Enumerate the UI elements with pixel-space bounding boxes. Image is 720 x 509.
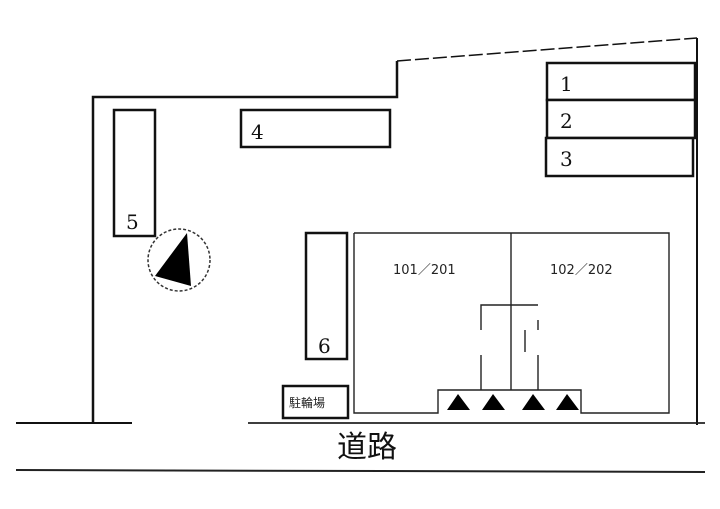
building (353, 232, 670, 414)
bicycle-parking: 駐輪場 (281, 384, 350, 420)
entrance-icon (556, 394, 579, 410)
svg-text:4: 4 (251, 120, 264, 144)
svg-text:3: 3 (560, 147, 573, 171)
property-boundary (16, 37, 698, 425)
unit-label-102-202: 102／202 (550, 263, 613, 278)
svg-text:6: 6 (318, 334, 331, 358)
unit-label-101-201: 101／201 (393, 263, 456, 278)
parking-space-1: 1 (545, 61, 697, 102)
parking-space-6: 6 (304, 231, 349, 361)
road-label: 道路 (337, 430, 397, 465)
svg-text:2: 2 (560, 109, 573, 133)
entrance-icon (447, 394, 470, 410)
entrance-markers (447, 394, 579, 410)
parking-space-5: 5 (112, 108, 157, 238)
road (15, 422, 706, 473)
entrance-icon (522, 394, 545, 410)
entrance-icon (482, 394, 505, 410)
svg-text:1: 1 (560, 72, 573, 96)
north-arrow-icon (147, 228, 211, 292)
svg-text:駐輪場: 駐輪場 (289, 395, 325, 410)
parking-space-3: 3 (544, 136, 695, 178)
parking-space-2: 2 (545, 98, 697, 140)
svg-text:5: 5 (126, 210, 139, 234)
parking-space-4: 4 (239, 108, 392, 149)
